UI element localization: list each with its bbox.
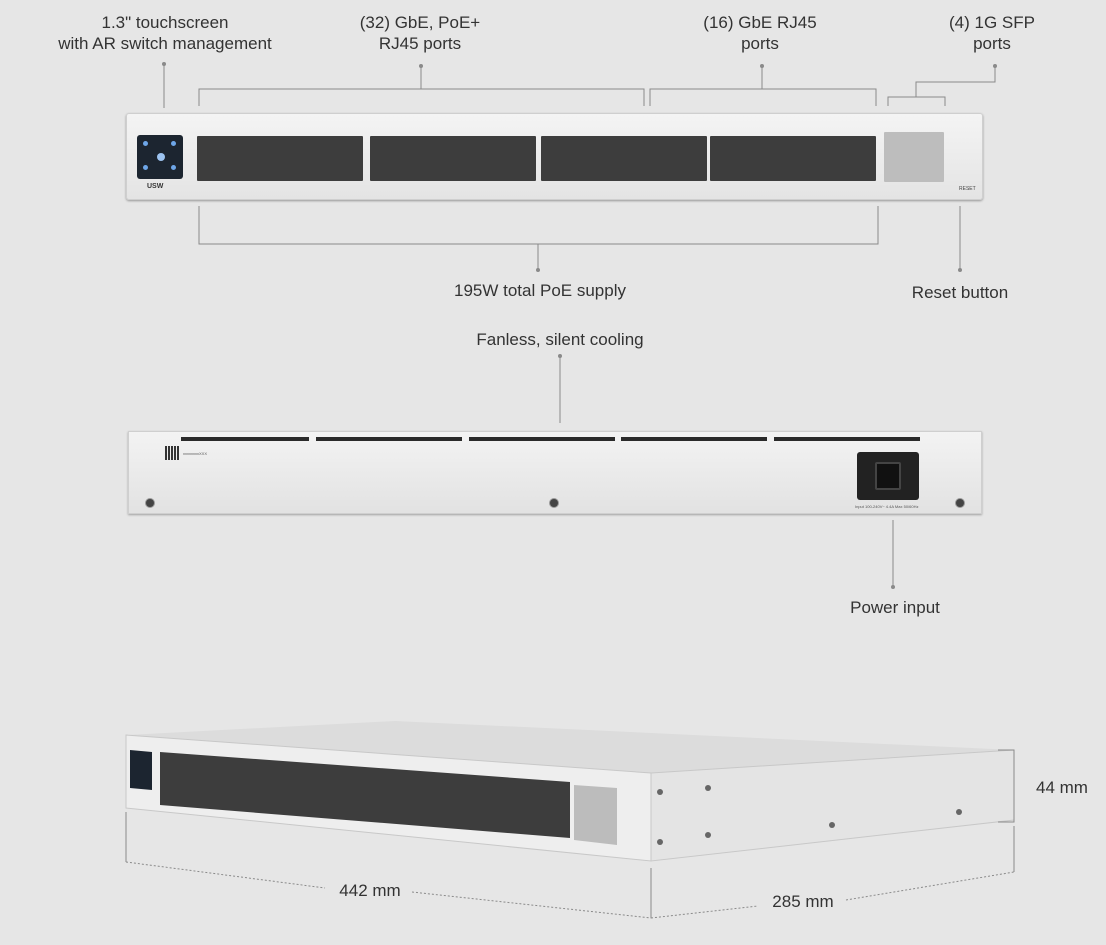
callout-poe-ports: (32) GbE, PoE+ RJ45 ports bbox=[359, 13, 481, 53]
iso-screw bbox=[829, 822, 835, 828]
iso-port-block bbox=[160, 752, 570, 838]
leader-line bbox=[915, 66, 996, 97]
callout-gbe-ports: (16) GbE RJ45 ports bbox=[703, 13, 817, 53]
reset-mark: RESET bbox=[959, 186, 976, 192]
dim-line-depth bbox=[650, 905, 759, 919]
bracket-gbe bbox=[649, 88, 877, 106]
back-panel: xxxxxxxxXXX Input 100-240V~ 4.4A Max 50/… bbox=[128, 431, 982, 514]
callout-poe-supply: 195W total PoE supply bbox=[454, 281, 626, 300]
callout-touchscreen: 1.3" touchscreen with AR switch manageme… bbox=[58, 13, 272, 53]
vent bbox=[316, 437, 462, 441]
dimension-width: 442 mm bbox=[339, 881, 401, 900]
screw bbox=[955, 498, 965, 508]
callout-reset: Reset button bbox=[911, 283, 1009, 302]
leader-dot bbox=[558, 354, 562, 358]
port-block bbox=[370, 136, 536, 181]
callout-power: Power input bbox=[850, 598, 940, 617]
power-inlet bbox=[875, 462, 901, 490]
vent bbox=[774, 437, 920, 441]
leader-dot bbox=[419, 64, 423, 68]
touchscreen bbox=[137, 135, 183, 179]
leader-dot bbox=[958, 268, 962, 272]
iso-screw bbox=[956, 809, 962, 815]
screw bbox=[549, 498, 559, 508]
screen-icon bbox=[157, 153, 165, 161]
screw bbox=[145, 498, 155, 508]
power-socket bbox=[857, 452, 919, 500]
vent bbox=[621, 437, 767, 441]
iso-sfp-cage bbox=[574, 785, 617, 845]
bracket-poe bbox=[198, 88, 645, 106]
front-panel: USW RESET bbox=[126, 113, 983, 200]
screen-icon bbox=[171, 141, 176, 146]
leader-dot bbox=[536, 268, 540, 272]
brand-mark: USW bbox=[147, 183, 164, 190]
screen-icon bbox=[171, 165, 176, 170]
port-block bbox=[541, 136, 707, 181]
screen-icon bbox=[143, 141, 148, 146]
dim-bracket-height bbox=[998, 749, 1015, 823]
dimension-height: 44 mm bbox=[1036, 778, 1088, 797]
callout-sfp-ports: (4) 1G SFP ports bbox=[949, 13, 1035, 53]
serial-mark: xxxxxxxxXXX bbox=[183, 451, 208, 456]
port-block bbox=[710, 136, 876, 181]
sfp-cage bbox=[884, 132, 944, 182]
leader-dot bbox=[760, 64, 764, 68]
dim-line-depth bbox=[845, 871, 1015, 901]
dimension-lines bbox=[125, 812, 1015, 919]
iso-touchscreen bbox=[130, 750, 152, 790]
bracket-poe-supply bbox=[198, 206, 879, 245]
dim-line-width bbox=[411, 891, 652, 919]
device-top bbox=[126, 721, 1014, 773]
port-block bbox=[197, 136, 363, 181]
qr-code bbox=[165, 446, 179, 460]
leader-dot bbox=[993, 64, 997, 68]
iso-screw bbox=[657, 789, 663, 795]
bracket-sfp bbox=[887, 96, 946, 106]
leader-dot bbox=[891, 585, 895, 589]
dim-line-width bbox=[125, 861, 326, 889]
callout-cooling: Fanless, silent cooling bbox=[476, 330, 644, 349]
screen-icon bbox=[143, 165, 148, 170]
leader-lines bbox=[163, 64, 996, 587]
dimension-depth: 285 mm bbox=[772, 892, 834, 911]
leader-dot bbox=[162, 62, 166, 66]
iso-screw bbox=[657, 839, 663, 845]
isometric-device bbox=[125, 721, 1015, 862]
vent bbox=[181, 437, 309, 441]
vent bbox=[469, 437, 615, 441]
iso-screw bbox=[705, 785, 711, 791]
iso-screw bbox=[705, 832, 711, 838]
power-rating: Input 100-240V~ 4.4A Max 50/60Hz bbox=[855, 504, 919, 509]
